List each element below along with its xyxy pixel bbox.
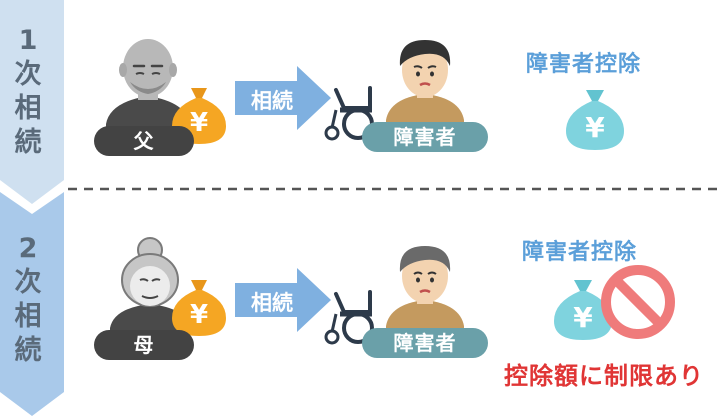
money-bag-icon: ¥ [566, 90, 624, 150]
parent-label-pill: 父 [94, 126, 194, 156]
parent-label-pill: 母 [94, 330, 194, 360]
svg-text:¥: ¥ [190, 300, 208, 330]
arrow-label: 相続 [251, 291, 293, 315]
money-bag-icon: ¥ [554, 280, 612, 340]
stage-divider [68, 187, 720, 191]
deduction-label: 障害者控除 [526, 52, 642, 77]
prohibition-icon [601, 265, 675, 339]
limit-note: 控除額に制限あり [504, 362, 704, 390]
deduction-label: 障害者控除 [522, 240, 638, 265]
arrow-label: 相続 [251, 89, 293, 113]
stage-bars [0, 0, 64, 416]
svg-text:¥: ¥ [573, 301, 593, 334]
heir-label-pill: 障害者 [362, 328, 488, 358]
heir-label-pill: 障害者 [362, 122, 488, 152]
heir-icon [386, 40, 464, 136]
inheritance-arrow [235, 66, 331, 130]
wheelchair-icon [324, 290, 374, 345]
inheritance-arrow [235, 268, 331, 332]
money-bag-icon: ¥ [172, 280, 226, 336]
stage-2-bar [0, 192, 64, 416]
svg-text:¥: ¥ [190, 108, 208, 138]
stage-2-label: 2 次 相 続 [14, 233, 42, 366]
svg-text:¥: ¥ [585, 111, 605, 144]
stage-1-bar [0, 0, 64, 204]
heir-icon [386, 246, 464, 342]
stage-1-label: 1 次 相 続 [14, 25, 42, 158]
